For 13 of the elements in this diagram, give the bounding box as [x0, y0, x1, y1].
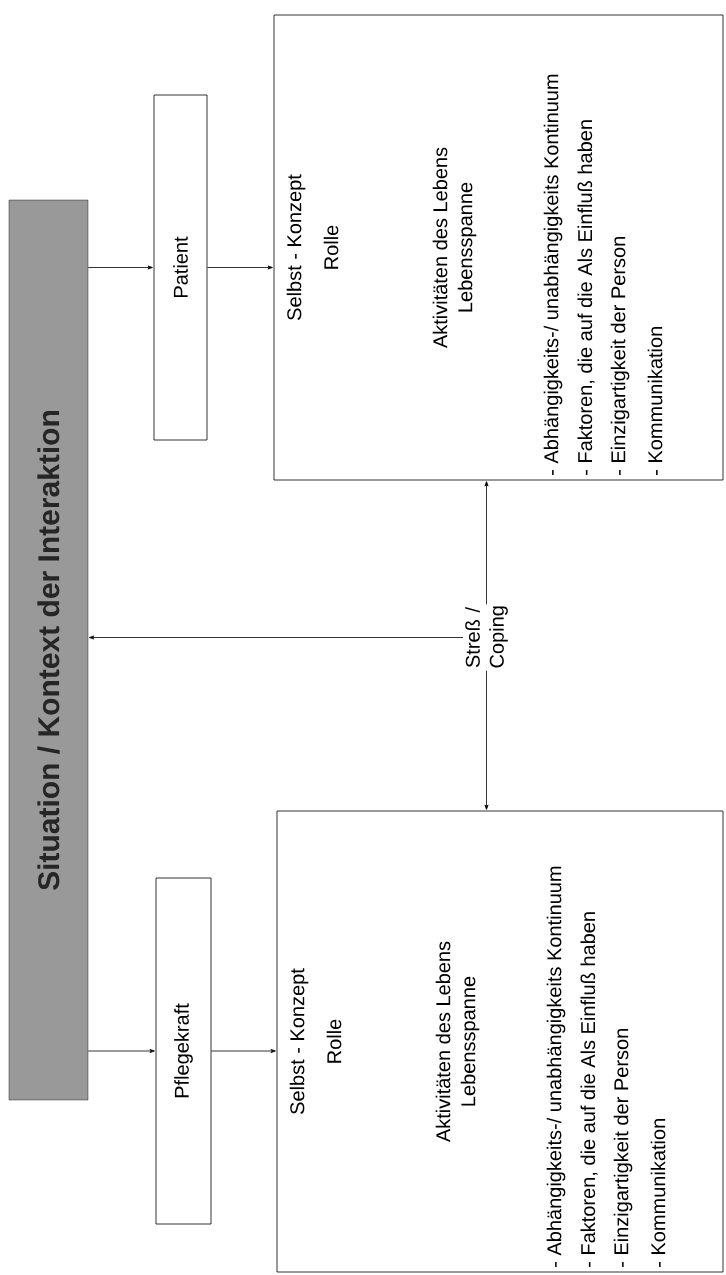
edge-label: Streß / Coping	[465, 606, 508, 668]
arrow	[87, 1049, 155, 1053]
label-box: Patient	[153, 94, 208, 441]
info-box: Selbst - Konzept Rolle Aktivitäten des Lebens Lebensspanne - Abhängigkeits-/ unabhängigkeits Kontinuum - Faktoren, die auf die Als Einfluß haben - Einzigartigkeit der Person - Kommunikation	[273, 14, 724, 481]
arrow	[87, 265, 153, 270]
arrow	[484, 481, 489, 605]
info-box: Selbst - Konzept Rolle Aktivitäten des Lebens Lebensspanne - Abhängigkeits-/ unabhängigkeits Kontinuum - Faktoren, die auf die Als Einfluß haben - Einzigartigkeit der Person - Kommunikation	[276, 810, 724, 1273]
arrow	[89, 635, 464, 640]
arrow	[207, 265, 273, 270]
title-band: Situation / Kontext der Interaktion	[8, 199, 89, 1101]
label-box: Pflegekraft	[155, 877, 212, 1225]
arrow	[484, 670, 489, 810]
arrow	[211, 1049, 276, 1053]
